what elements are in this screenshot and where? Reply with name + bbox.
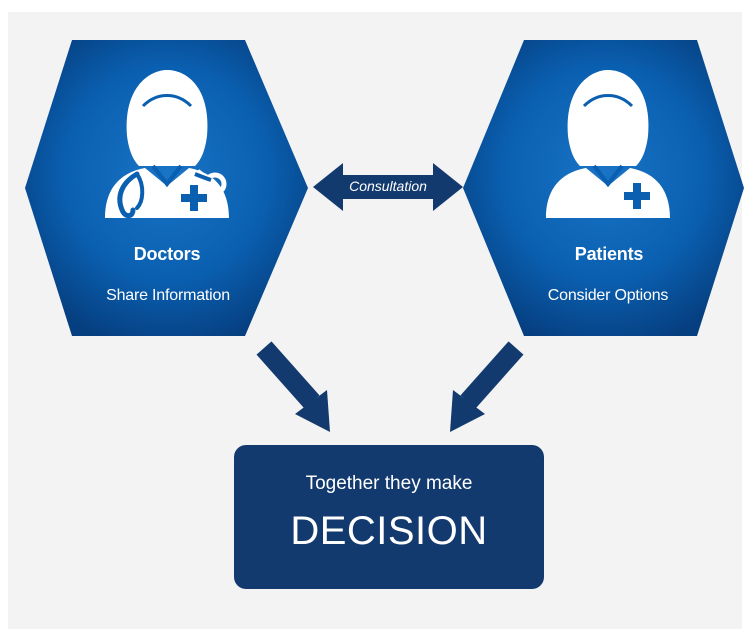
patients-to-decision-arrow [450, 341, 524, 432]
patient-icon [546, 70, 670, 218]
patients-subtitle: Consider Options [547, 287, 669, 304]
decision-box: Together they make DECISION [234, 445, 544, 589]
doctors-to-decision-arrow [256, 341, 330, 432]
doctor-icon [105, 70, 229, 219]
doctors-title: Doctors [133, 244, 201, 264]
patients-title: Patients [574, 244, 644, 264]
consultation-label: Consultation [349, 178, 427, 194]
consultation-arrow [313, 163, 463, 211]
decision-headline: DECISION [290, 509, 488, 553]
doctors-subtitle: Share Information [106, 287, 230, 304]
decision-lead-text: Together they make [305, 473, 473, 494]
